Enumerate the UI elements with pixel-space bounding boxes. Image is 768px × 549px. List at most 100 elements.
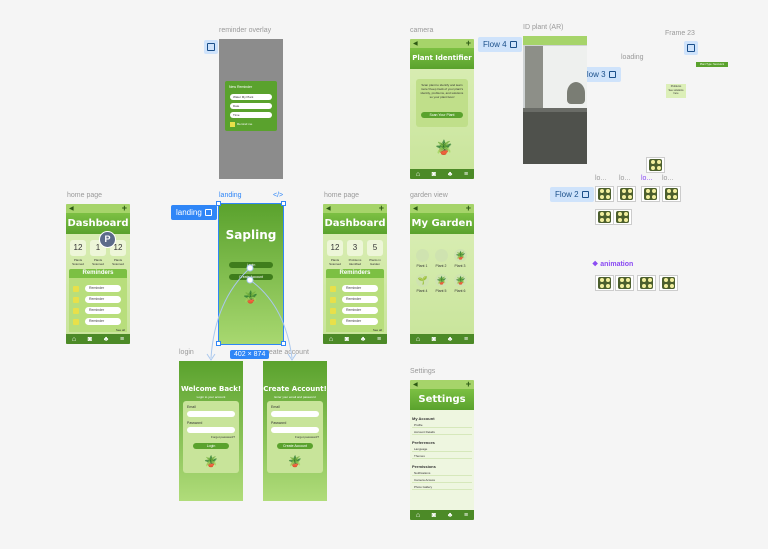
- chevron-left-icon[interactable]: ◀: [413, 41, 418, 47]
- settings-row[interactable]: Account Details: [412, 429, 472, 435]
- settings-row[interactable]: Language: [412, 446, 472, 452]
- id-plant-ar-frame[interactable]: [523, 36, 587, 164]
- chevron-left-icon[interactable]: ◀: [69, 206, 74, 212]
- settings-row[interactable]: Camera Access: [412, 477, 472, 483]
- frame-label-loading[interactable]: loading: [621, 54, 644, 61]
- home-page-2-frame[interactable]: ◀+ Dashboard 12 3 5 Plants Scanned Probl…: [323, 204, 387, 344]
- reminder-row[interactable]: Reminder: [73, 318, 123, 326]
- plant-thumb[interactable]: [416, 249, 429, 262]
- flow-start-icon[interactable]: [204, 40, 218, 54]
- animation-component-label[interactable]: ❖ animation: [592, 260, 633, 268]
- reminder-checkbox[interactable]: [73, 308, 79, 314]
- loading-animation-component[interactable]: [659, 275, 678, 291]
- frame-label-landing[interactable]: landing: [219, 192, 242, 199]
- settings-row[interactable]: Photo Gallery: [412, 484, 472, 490]
- reminder-row[interactable]: Reminder: [330, 285, 380, 293]
- menu-icon[interactable]: ≡: [464, 511, 469, 519]
- frame-label-camera[interactable]: camera: [410, 27, 434, 34]
- plant-icon[interactable]: ♣: [447, 170, 453, 178]
- flow-3-chip[interactable]: Flow 3: [577, 67, 621, 82]
- reminder-checkbox[interactable]: [73, 297, 79, 303]
- home-page-1-frame[interactable]: ◀+ Dashboard 12 1 12 Plants Scanned Plan…: [66, 204, 130, 344]
- plant-thumb[interactable]: 🪴: [454, 249, 467, 262]
- loading-animation-component[interactable]: [595, 186, 614, 202]
- settings-row[interactable]: Notifications: [412, 470, 472, 476]
- frame-label-garden-view[interactable]: garden view: [410, 192, 448, 199]
- plant-icon[interactable]: ♣: [360, 335, 366, 343]
- home-icon[interactable]: ⌂: [415, 511, 421, 519]
- reminder-checkbox[interactable]: [73, 319, 79, 325]
- scan-plant-button[interactable]: Scan Your Plant: [421, 112, 463, 118]
- frame-label-lo-2[interactable]: lo...: [619, 175, 631, 182]
- frame-label-lo-1[interactable]: lo...: [595, 175, 607, 182]
- plant-thumb[interactable]: 🪴: [454, 274, 467, 287]
- plant-icon[interactable]: ♣: [447, 335, 453, 343]
- reminder-field-1[interactable]: Water My Plant: [230, 94, 272, 100]
- loading-animation-component[interactable]: [615, 275, 634, 291]
- avatar[interactable]: P: [99, 231, 116, 248]
- home-icon[interactable]: ⌂: [415, 335, 421, 343]
- reminder-row[interactable]: Reminder: [330, 307, 380, 315]
- login-button[interactable]: Login: [193, 443, 229, 449]
- loading-animation-component[interactable]: [646, 157, 665, 173]
- camera-icon[interactable]: ◙: [431, 511, 437, 519]
- reminder-checkbox[interactable]: [330, 319, 336, 325]
- frame-label-home-page-1[interactable]: home page: [67, 192, 103, 199]
- reminder-checkbox[interactable]: [330, 297, 336, 303]
- loading-animation-component[interactable]: [662, 186, 681, 202]
- camera-icon[interactable]: ◙: [431, 170, 437, 178]
- frame-label-lo-4[interactable]: lo...: [662, 175, 674, 182]
- loading-animation-component[interactable]: [613, 209, 632, 225]
- home-icon[interactable]: ⌂: [71, 335, 77, 343]
- plant-type-tag[interactable]: Plant Type: Succulent: [696, 62, 728, 67]
- camera-icon[interactable]: ◙: [431, 335, 437, 343]
- frame-label-frame23[interactable]: Frame 23: [665, 30, 695, 37]
- chevron-left-icon[interactable]: ◀: [326, 206, 331, 212]
- email-field[interactable]: [271, 411, 319, 417]
- reminder-field-3[interactable]: Time: [230, 112, 272, 118]
- flow-2-chip[interactable]: Flow 2: [550, 187, 594, 202]
- password-field[interactable]: [271, 427, 319, 433]
- plant-icon[interactable]: ♣: [103, 335, 109, 343]
- home-icon[interactable]: ⌂: [328, 335, 334, 343]
- camera-frame[interactable]: ◀+ Plant Identifier Scan plant to identi…: [410, 39, 474, 179]
- menu-icon[interactable]: ≡: [464, 335, 469, 343]
- selection-handle[interactable]: [281, 341, 286, 346]
- frame23-note[interactable]: Problems See solutions here: [666, 84, 686, 98]
- landing-selected-chip[interactable]: landing: [171, 205, 217, 220]
- reminder-field-2[interactable]: Date: [230, 103, 272, 109]
- reminder-row[interactable]: Reminder: [330, 296, 380, 304]
- frame-label-id-plant[interactable]: ID plant (AR): [523, 24, 564, 31]
- frame-label-home-page-2[interactable]: home page: [324, 192, 360, 199]
- menu-icon[interactable]: ≡: [464, 170, 469, 178]
- chevron-left-icon[interactable]: ◀: [413, 382, 418, 388]
- reminder-overlay-frame[interactable]: New Reminder Water My Plant Date Time Re…: [219, 39, 283, 179]
- frame-label-create-account[interactable]: create account: [263, 349, 309, 356]
- loading-animation-component[interactable]: [641, 186, 660, 202]
- loading-animation-component[interactable]: [637, 275, 656, 291]
- loading-animation-component[interactable]: [617, 186, 636, 202]
- plant-icon[interactable]: ♣: [447, 511, 453, 519]
- create-account-frame[interactable]: Create Account! Enter your email and pas…: [263, 361, 327, 501]
- plus-icon[interactable]: +: [121, 204, 127, 213]
- settings-row[interactable]: Themes: [412, 453, 472, 459]
- frame-label-login[interactable]: login: [179, 349, 194, 356]
- email-field[interactable]: [187, 411, 235, 417]
- reminder-row[interactable]: Reminder: [73, 307, 123, 315]
- camera-icon[interactable]: ◙: [344, 335, 350, 343]
- plant-thumb[interactable]: [435, 249, 448, 262]
- plus-icon[interactable]: +: [465, 380, 471, 389]
- forgot-password-link[interactable]: Forgot password?: [294, 435, 319, 439]
- chevron-left-icon[interactable]: ◀: [413, 206, 418, 212]
- plus-icon[interactable]: +: [378, 204, 384, 213]
- login-frame[interactable]: Welcome Back! Login to your account Emai…: [179, 361, 243, 501]
- selection-handle[interactable]: [216, 341, 221, 346]
- reminder-row[interactable]: Reminder: [73, 296, 123, 304]
- menu-icon[interactable]: ≡: [377, 335, 382, 343]
- see-all-link[interactable]: See all: [115, 328, 125, 332]
- garden-view-frame[interactable]: ◀+ My Garden 🪴 Plant 1 Plant 2 Plant 3 🌱…: [410, 204, 474, 344]
- reminder-checkbox[interactable]: [330, 308, 336, 314]
- reminder-checkbox[interactable]: [230, 122, 235, 127]
- plus-icon[interactable]: +: [465, 39, 471, 48]
- plus-icon[interactable]: +: [465, 204, 471, 213]
